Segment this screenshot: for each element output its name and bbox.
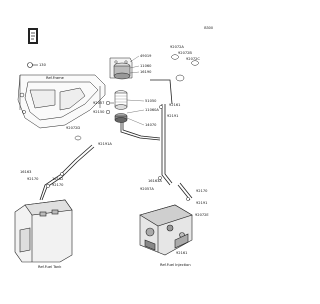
- ref-label-fuel-injection: Ref.Fuel Injection: [160, 263, 191, 267]
- part-label-92072d: 92072D: [66, 126, 80, 130]
- ref-label-fuel-tank: Ref.Fuel Tank: [38, 265, 62, 269]
- clamp-92150: [105, 109, 111, 115]
- part-label-92072a: 92072A: [170, 45, 184, 49]
- part-label-92057a: 92057A: [140, 187, 154, 191]
- part-label-16163: 16163: [20, 170, 31, 174]
- part-label-92072c: 92072C: [186, 57, 200, 61]
- fitting-92057: [105, 100, 114, 106]
- fuel-hoses: [39, 79, 193, 201]
- page-code: B300: [204, 26, 213, 30]
- diagram-svg: B300 130 Ref.Frame: [14, 26, 213, 269]
- part-label-92150: 92150: [93, 110, 105, 114]
- part-label-92191a: 92191A: [98, 142, 112, 146]
- part-label-49019: 49019: [140, 54, 152, 58]
- part-label-51050: 51050: [145, 99, 157, 103]
- part-label-92161b: 92161: [176, 251, 187, 255]
- part-label-16163a: 16163A: [148, 179, 162, 183]
- part-label-92191b: 92191: [196, 201, 207, 205]
- clamp-group-upper-right: [171, 54, 199, 82]
- part-label-11060: 11060: [140, 64, 152, 68]
- part-label-16190: 16190: [140, 70, 152, 74]
- part-label-11060a: 11060A: [145, 108, 159, 112]
- part-label-16162: 16162: [52, 177, 63, 181]
- exploded-parts-diagram: B300 130 Ref.Frame: [14, 26, 213, 269]
- part-label-92072e: 92072E: [195, 213, 209, 217]
- frame-section: [17, 74, 106, 129]
- catalog-icon: [28, 28, 38, 44]
- clamp-92072d: [74, 135, 82, 141]
- ref-label-frame: Ref.Frame: [46, 76, 65, 80]
- part-label-92191: 92191: [167, 114, 178, 118]
- bolt-130: [27, 62, 38, 68]
- part-label-92170b: 92170: [52, 183, 64, 187]
- part-label-92057: 92057: [93, 101, 104, 105]
- part-label-14070: 14070: [145, 123, 157, 127]
- part-label-92170c: 92170: [196, 189, 208, 193]
- part-label-92170: 92170: [27, 177, 39, 181]
- hose-clamps: [46, 105, 190, 201]
- fuel-filter-assembly: [109, 55, 145, 126]
- part-label-92161: 92161: [169, 103, 180, 107]
- fuel-tank: [14, 199, 73, 263]
- part-label-92072b: 92072B: [178, 51, 192, 55]
- part-label-130: 130: [39, 63, 47, 67]
- fuel-injection-pump: [139, 204, 193, 256]
